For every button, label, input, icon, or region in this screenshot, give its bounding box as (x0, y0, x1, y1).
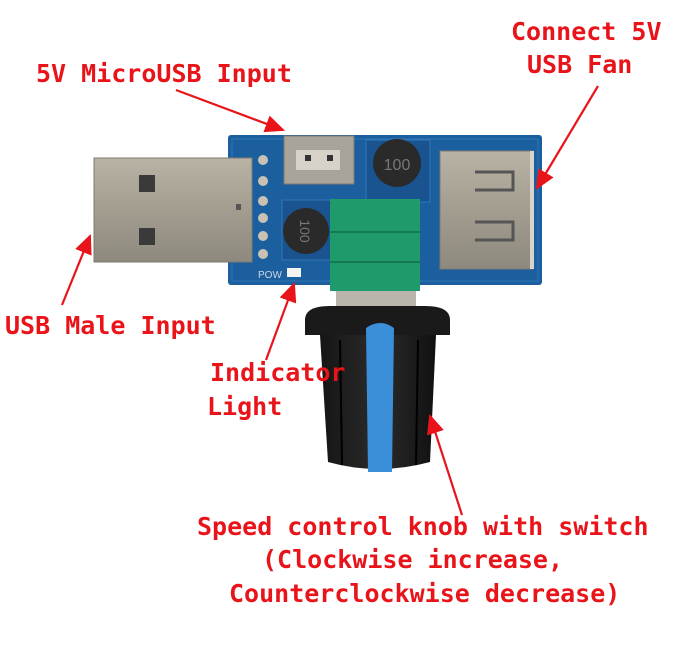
pow-silkscreen: POW (258, 270, 282, 281)
indicator-led (287, 268, 301, 277)
speed-knob[interactable] (305, 306, 450, 472)
svg-text:100: 100 (384, 157, 411, 174)
label-knob-line1: Speed control knob with switch (197, 512, 649, 541)
inductor-top: 100 (365, 139, 431, 203)
arrow-usb-male (60, 233, 92, 306)
inductor-left: 100 (281, 199, 333, 261)
arrow-indicator (264, 281, 297, 361)
usb-male-plug (93, 157, 253, 263)
usb-female-port (439, 150, 534, 270)
label-indicator-line1: Indicator (210, 358, 345, 387)
label-knob-line2: (Clockwise increase, (262, 545, 563, 574)
potentiometer (330, 199, 420, 308)
solder-pads (258, 155, 268, 259)
label-fan-line1: Connect 5V (511, 17, 662, 46)
micro-usb-port (283, 135, 355, 185)
arrow-knob (427, 413, 464, 516)
label-usb-male-input: USB Male Input (5, 311, 216, 340)
label-microusb-input: 5V MicroUSB Input (36, 59, 292, 88)
arrow-microusb (175, 88, 286, 133)
label-knob-line3: Counterclockwise decrease) (229, 579, 620, 608)
knob-indicator-stripe (366, 323, 394, 472)
label-fan-line2: USB Fan (527, 50, 632, 79)
label-indicator-line2: Light (207, 392, 282, 421)
annotation-arrows (60, 85, 599, 516)
svg-text:100: 100 (297, 219, 313, 243)
arrow-fan (535, 85, 599, 190)
